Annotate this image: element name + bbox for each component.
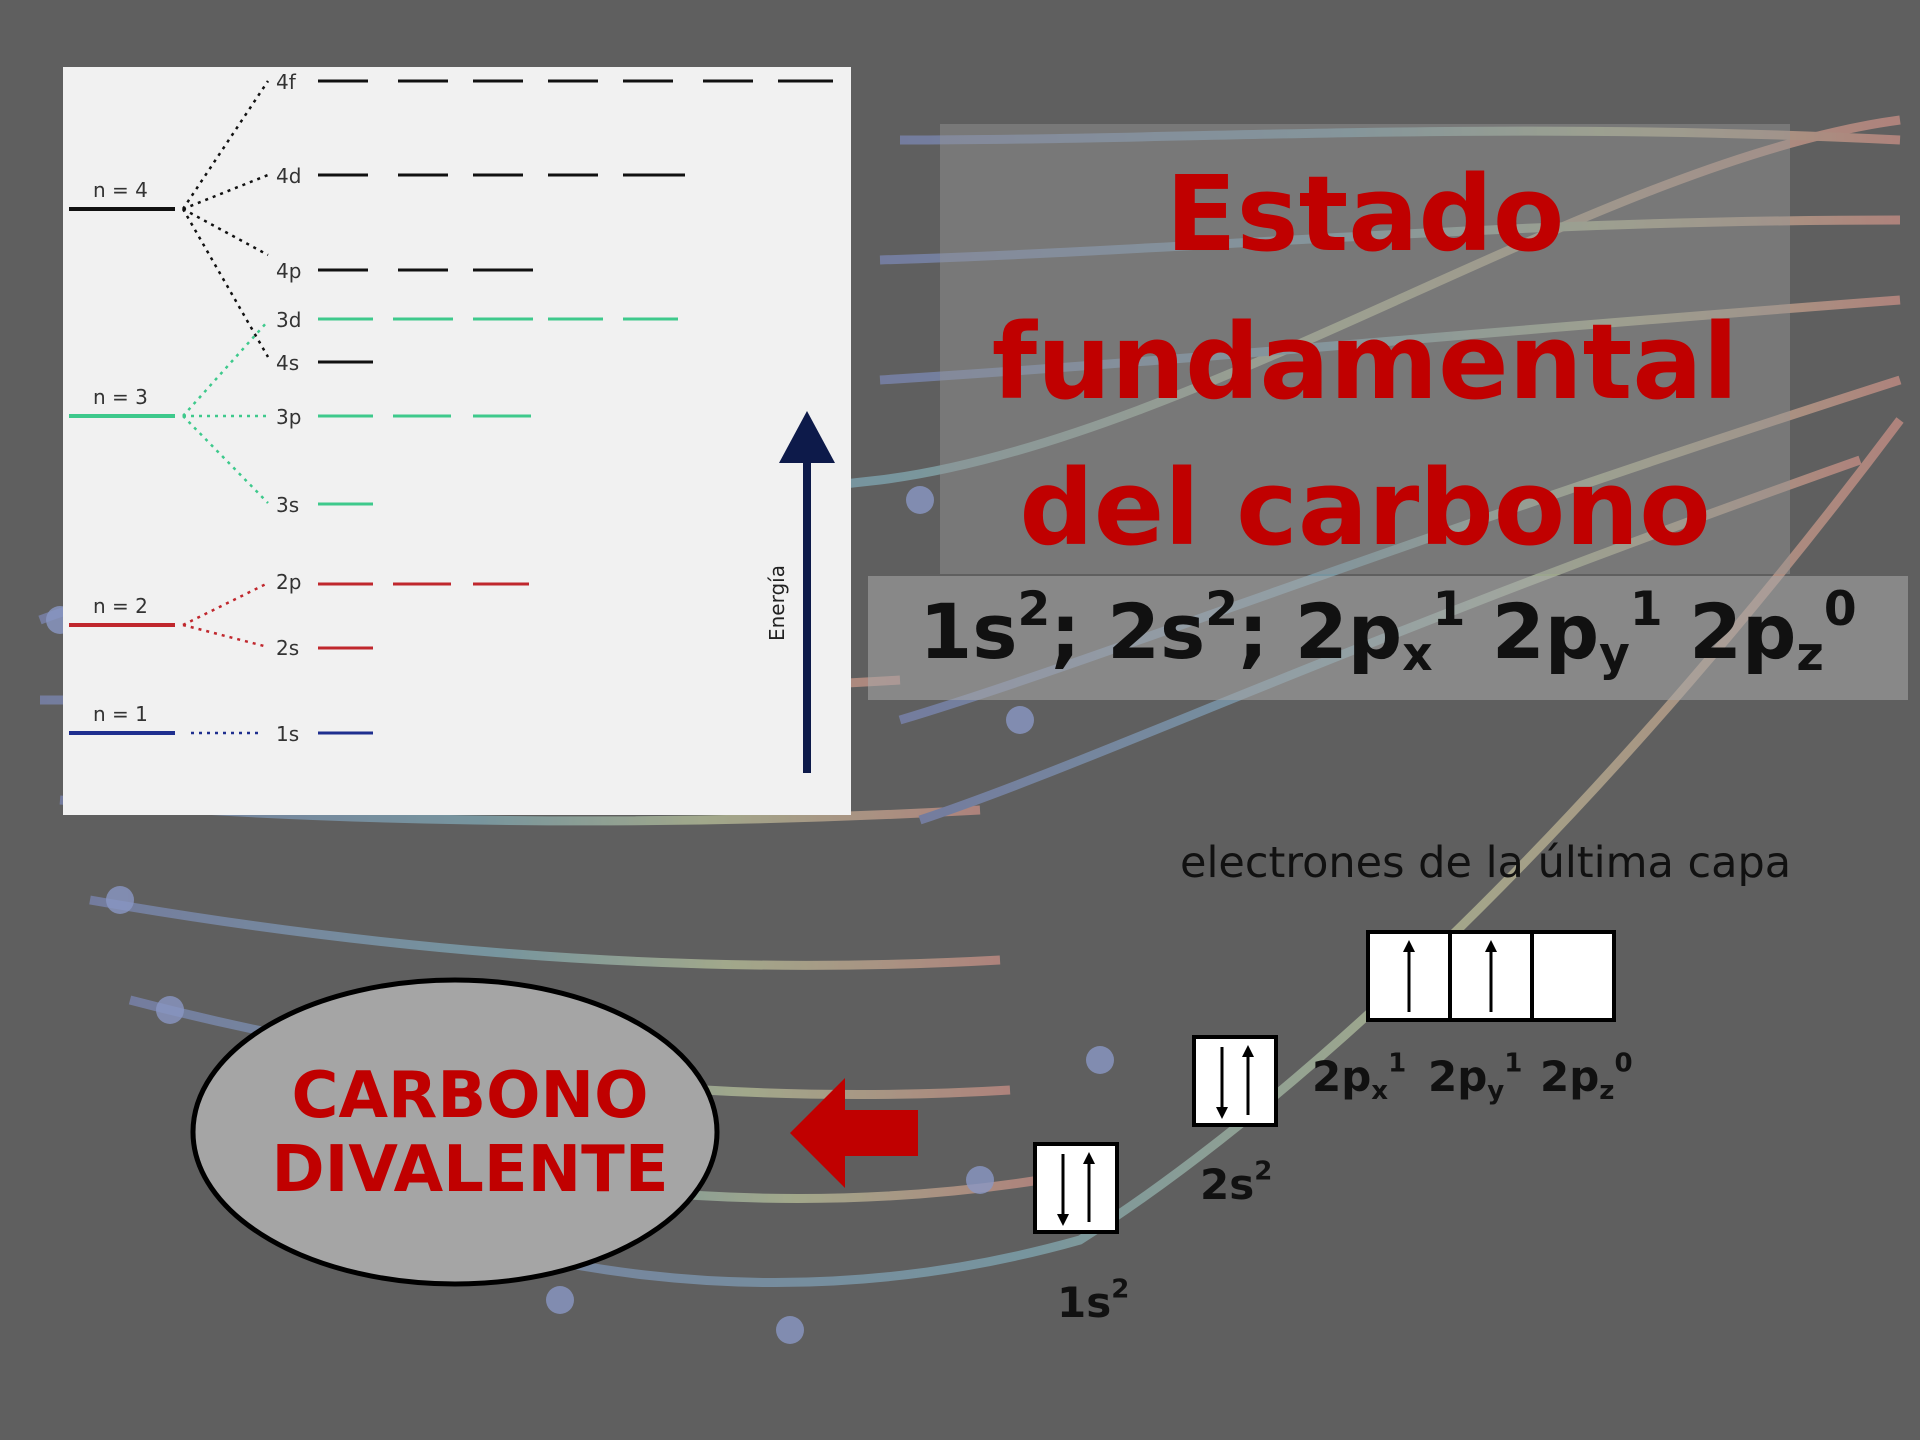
left-arrow-icon [790, 1078, 918, 1188]
sublevel-label-4p: 4p [276, 259, 301, 283]
sublevel-label-2s: 2s [276, 636, 299, 660]
shell-n2-label: n = 2 [93, 594, 148, 618]
orbital-label-2s: 2s2 [1200, 1156, 1273, 1209]
shell-n1-label: n = 1 [93, 702, 148, 726]
config-1s-sup: 2 [1017, 582, 1051, 638]
orbital-label-2py: 2py1 [1428, 1048, 1523, 1106]
orbital-2pz [1530, 934, 1612, 1018]
sublevel-label-3s: 3s [276, 493, 299, 517]
title-line-2: fundamental [991, 301, 1739, 423]
orbital-label-2pz: 2pz0 [1540, 1048, 1633, 1106]
sublevel-label-4s: 4s [276, 351, 299, 375]
sublevel-label-1s: 1s [276, 722, 299, 746]
orbital-2px [1370, 934, 1448, 1018]
electron-configuration: 1s2; 2s2; 2px1 2py1 2pz0 [868, 586, 1908, 678]
orbital-1s [1037, 1146, 1115, 1230]
energy-diagram-svg: n = 4 n = 3 n = 2 n = 1 [69, 70, 835, 773]
sublevel-label-2p: 2p [276, 570, 301, 594]
badge-line-2: DIVALENTE [271, 1133, 669, 1207]
orbital-label-2px: 2px1 [1312, 1048, 1407, 1106]
electron-pair-icon [1057, 1152, 1095, 1226]
arrow-up-icon [1485, 940, 1497, 1012]
shell-n4: n = 4 [69, 178, 175, 211]
sublevel-label-3d: 3d [276, 308, 301, 332]
config-2pz-sub: z [1796, 626, 1824, 682]
orbital-box-2p [1366, 930, 1616, 1022]
last-shell-caption: electrones de la última capa [1180, 838, 1792, 888]
config-sep-1: ; [1050, 587, 1108, 676]
config-2px-sup: 1 [1432, 582, 1466, 638]
electron-pair-icon [1216, 1045, 1254, 1119]
config-1s: 1s [919, 587, 1018, 676]
sublevel-label-3p: 3p [276, 405, 301, 429]
config-2py: 2p [1491, 587, 1600, 676]
config-2pz: 2p [1689, 587, 1797, 676]
config-2py-sub: y [1599, 626, 1630, 682]
energy-arrow [779, 411, 835, 773]
config-2px: 2p [1294, 587, 1403, 676]
config-sep-2: ; [1238, 587, 1295, 676]
energy-axis-label: Energía [765, 565, 789, 641]
sublevel-label-4d: 4d [276, 164, 301, 188]
title-line-1: Estado [1165, 153, 1565, 275]
shell-n1: n = 1 [69, 702, 175, 735]
orbital-2py [1448, 934, 1530, 1018]
orbital-box-2s [1192, 1035, 1278, 1127]
title-line-3: del carbono [1019, 447, 1711, 569]
orbital-box-1s [1033, 1142, 1119, 1234]
orbital-label-1s: 1s2 [1057, 1274, 1130, 1327]
title-backdrop [940, 124, 1790, 574]
config-2px-sub: x [1402, 626, 1433, 682]
carbono-divalente-ellipse [190, 977, 720, 1287]
config-2s-sup: 2 [1205, 582, 1239, 638]
arrow-up-icon [1403, 940, 1415, 1012]
badge-line-1: CARBONO [291, 1059, 649, 1133]
config-2pz-sup: 0 [1823, 582, 1857, 638]
sublevel-label-4f: 4f [276, 70, 297, 94]
config-2py-sup: 1 [1629, 582, 1663, 638]
configuration-backdrop [868, 576, 1908, 700]
shell-n2: n = 2 [69, 594, 175, 627]
orbital-2s [1196, 1039, 1274, 1123]
energy-level-diagram: n = 4 n = 3 n = 2 n = 1 [63, 67, 851, 815]
shell-n3-label: n = 3 [93, 385, 148, 409]
shell-n4-label: n = 4 [93, 178, 148, 202]
config-2s: 2s [1107, 587, 1206, 676]
shell-n3: n = 3 [69, 385, 175, 418]
